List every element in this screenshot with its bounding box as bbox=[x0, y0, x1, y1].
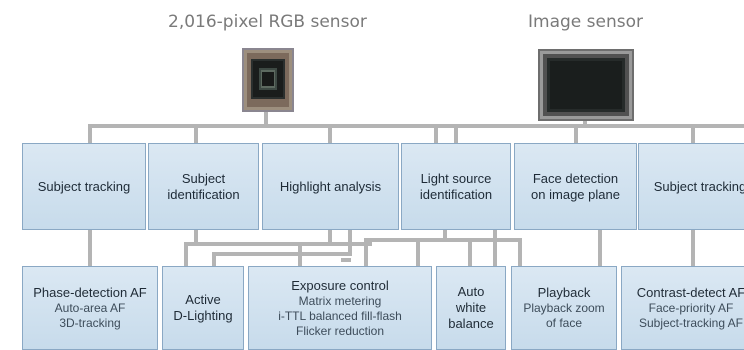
function-label-line1: Light source bbox=[420, 170, 492, 186]
function-box-face-detection: Face detection on image plane bbox=[514, 143, 637, 230]
feature-title-line1: Active bbox=[185, 292, 221, 307]
feature-detail: Flicker reduction bbox=[295, 323, 385, 338]
function-box-subject-identification: Subject identification bbox=[148, 143, 259, 230]
rgb-sensor-chip-image bbox=[242, 48, 294, 112]
feature-detail: 3D-tracking bbox=[59, 316, 121, 330]
function-label-line1: Face detection bbox=[532, 170, 619, 186]
function-label-line2: identification bbox=[167, 186, 240, 202]
rgb-sensor-label: 2,016-pixel RGB sensor bbox=[168, 12, 367, 32]
function-label-line2: on image plane bbox=[531, 186, 620, 202]
function-box-highlight-analysis: Highlight analysis bbox=[262, 143, 399, 230]
feature-title: Phase-detection AF bbox=[33, 285, 147, 300]
feature-box-contrast-detect-af: Contrast-detect AF Face-priority AF Subj… bbox=[621, 266, 744, 350]
feature-detail: Matrix metering bbox=[298, 293, 382, 308]
feature-detail: Subject-tracking AF bbox=[638, 316, 744, 330]
image-sensor-label: Image sensor bbox=[528, 12, 643, 32]
image-sensor-image bbox=[538, 49, 634, 121]
function-label: Subject tracking bbox=[653, 178, 744, 194]
function-box-subject-tracking: Subject tracking bbox=[22, 143, 146, 230]
feature-box-playback: Playback Playback zoom of face bbox=[511, 266, 617, 350]
function-label-line2: identification bbox=[419, 186, 493, 202]
feature-title: Exposure control bbox=[291, 277, 389, 293]
function-box-subject-tracking-2: Subject tracking bbox=[638, 143, 744, 230]
feature-title-line3: balance bbox=[448, 316, 494, 331]
feature-detail: of face bbox=[545, 316, 583, 330]
feature-detail: Face-priority AF bbox=[648, 301, 734, 315]
feature-title-line1: Auto bbox=[457, 284, 485, 299]
feature-box-exposure-control: Exposure control Matrix metering i-TTL b… bbox=[248, 266, 432, 350]
function-label-line1: Subject bbox=[181, 170, 226, 186]
feature-title-line2: D-Lighting bbox=[173, 308, 233, 323]
feature-title: Contrast-detect AF bbox=[636, 285, 744, 300]
feature-box-active-d-lighting: Active D-Lighting bbox=[162, 266, 244, 350]
feature-detail: Playback zoom bbox=[523, 301, 605, 315]
feature-title: Playback bbox=[537, 285, 591, 300]
feature-box-auto-white-balance: Auto white balance bbox=[436, 266, 506, 350]
feature-box-phase-detection-af: Phase-detection AF Auto-area AF 3D-track… bbox=[22, 266, 158, 350]
function-label: Subject tracking bbox=[37, 178, 131, 194]
feature-detail: Auto-area AF bbox=[54, 301, 126, 315]
function-box-light-source-identification: Light source identification bbox=[401, 143, 511, 230]
feature-title-line2: white bbox=[455, 300, 487, 315]
feature-detail: i-TTL balanced fill-flash bbox=[278, 308, 402, 323]
function-label: Highlight analysis bbox=[279, 178, 382, 194]
